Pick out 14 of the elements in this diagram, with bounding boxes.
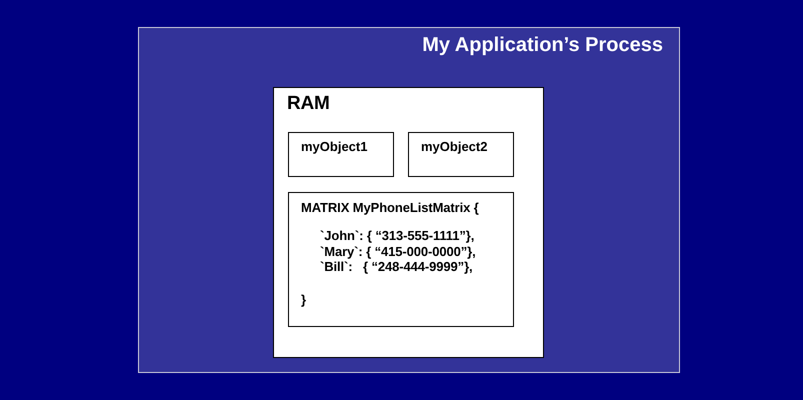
object-box: [408, 132, 514, 177]
ram-box: [273, 87, 544, 358]
object-name: myObject2: [421, 139, 488, 155]
code-line: MATRIX MyPhoneListMatrix {: [301, 200, 479, 216]
process-panel: [138, 27, 680, 373]
matrix-box: [288, 192, 514, 327]
object-name: myObject1: [301, 139, 368, 155]
code-line: `John`: { “313-555-1111”},: [320, 228, 474, 244]
object-box: [288, 132, 394, 177]
panel-title: My Application’s Process: [422, 33, 663, 57]
code-line: `Bill`: { “248-444-9999”},: [320, 259, 473, 274]
ram-heading: RAM: [287, 93, 330, 115]
code-line: `Mary`: { “415-000-0000”},: [320, 244, 476, 259]
code-line: }: [301, 292, 306, 308]
